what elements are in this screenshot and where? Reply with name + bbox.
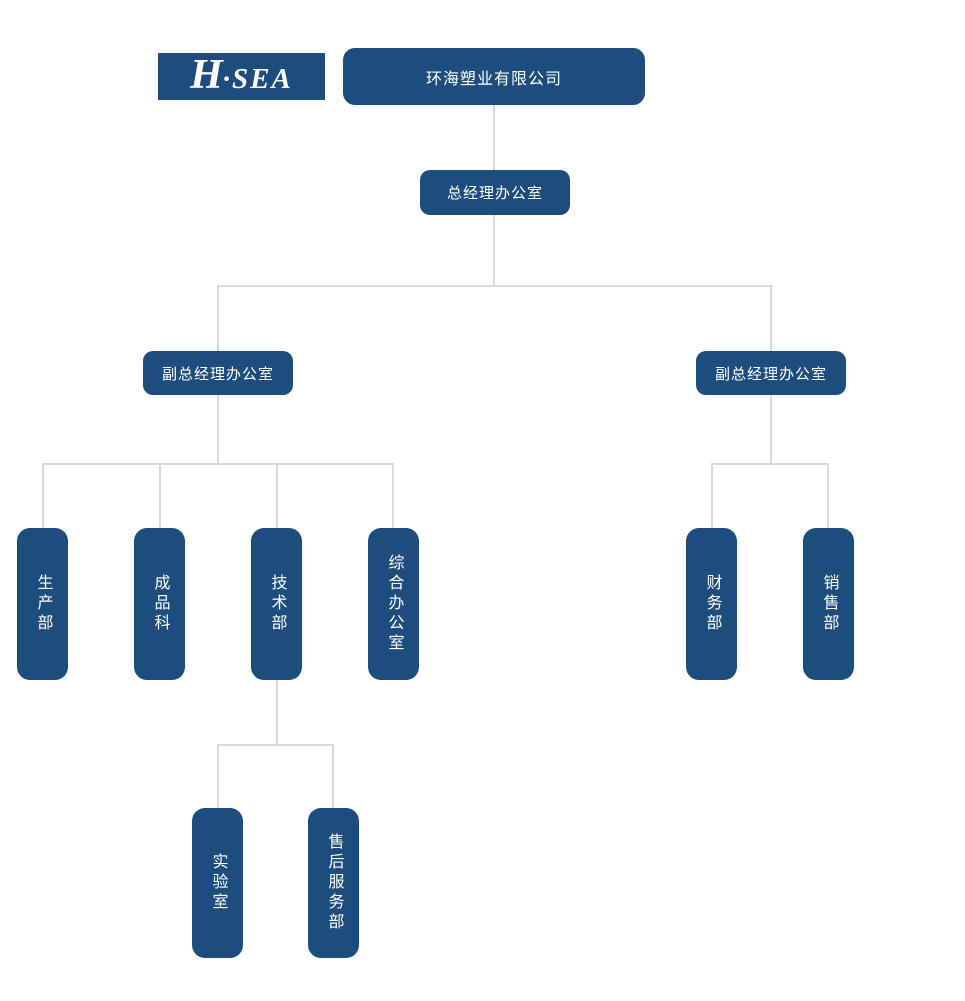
- org-node-production-dept-label: 生产部: [34, 574, 52, 634]
- org-node-finance-dept-label: 财务部: [703, 574, 721, 634]
- connector-line: [159, 463, 161, 528]
- org-node-deputy-gm-right-label: 副总经理办公室: [714, 365, 827, 383]
- connector-line: [493, 215, 495, 285]
- org-node-laboratory-label: 实验室: [209, 853, 227, 913]
- org-node-gm-office: 总经理办公室: [420, 170, 570, 215]
- connector-line: [217, 285, 773, 287]
- connector-line: [42, 463, 44, 528]
- connector-line: [827, 463, 829, 528]
- connector-line: [770, 285, 772, 351]
- company-logo: H·SEA: [158, 53, 325, 100]
- org-node-deputy-gm-left-label: 副总经理办公室: [161, 365, 274, 383]
- connector-line: [770, 395, 772, 463]
- connector-line: [217, 744, 219, 808]
- org-node-finished-products-section: 成品科: [134, 528, 185, 680]
- org-node-sales-dept: 销售部: [803, 528, 854, 680]
- org-node-finished-products-section-label: 成品科: [151, 574, 169, 634]
- org-node-after-sales-service-dept-label: 售后服务部: [325, 833, 343, 933]
- org-node-technical-dept-label: 技术部: [268, 574, 286, 634]
- logo-letter-h: H: [190, 52, 223, 98]
- connector-line: [276, 680, 278, 744]
- org-node-sales-dept-label: 销售部: [820, 574, 838, 634]
- org-node-deputy-gm-left: 副总经理办公室: [143, 351, 293, 395]
- connector-line: [217, 285, 219, 351]
- org-node-production-dept: 生产部: [17, 528, 68, 680]
- connector-line: [217, 744, 334, 746]
- connector-line: [276, 463, 278, 528]
- org-node-laboratory: 实验室: [192, 808, 243, 958]
- connector-line: [392, 463, 394, 528]
- connector-line: [332, 744, 334, 808]
- logo-text-sea: ·SEA: [222, 63, 293, 95]
- connector-line: [217, 395, 219, 463]
- org-node-deputy-gm-right: 副总经理办公室: [696, 351, 846, 395]
- org-node-general-office-label: 综合办公室: [385, 554, 403, 654]
- connector-line: [42, 463, 394, 465]
- connector-line: [711, 463, 829, 465]
- org-node-general-office: 综合办公室: [368, 528, 419, 680]
- connector-line: [711, 463, 713, 528]
- connector-line: [493, 105, 495, 170]
- org-node-gm-office-label: 总经理办公室: [446, 185, 543, 202]
- org-node-after-sales-service-dept: 售后服务部: [308, 808, 359, 958]
- org-node-technical-dept: 技术部: [251, 528, 302, 680]
- org-node-company: 环海塑业有限公司: [343, 48, 645, 105]
- org-node-finance-dept: 财务部: [686, 528, 737, 680]
- org-node-company-label: 环海塑业有限公司: [425, 70, 562, 88]
